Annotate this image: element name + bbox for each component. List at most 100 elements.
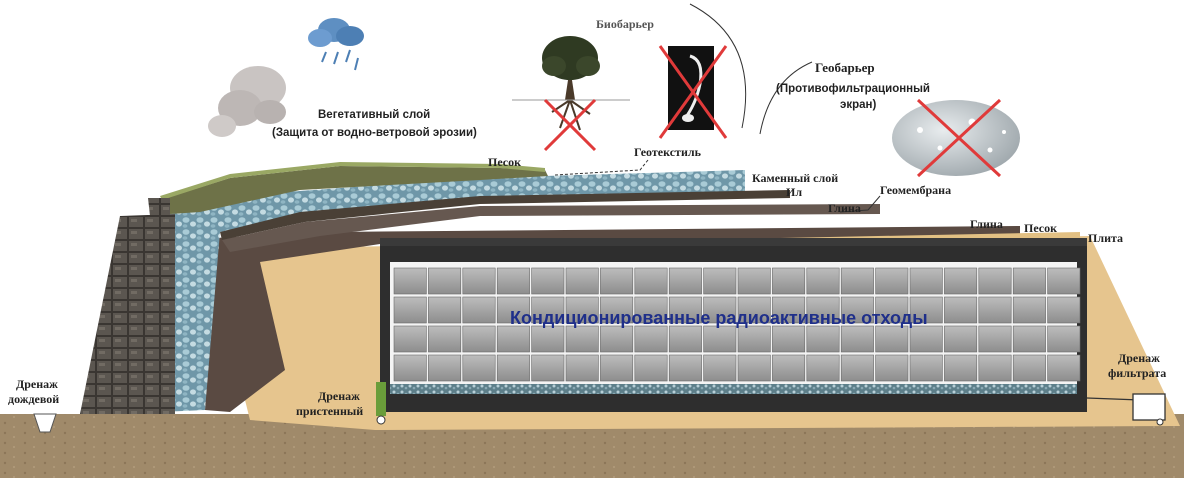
wind-cloud-icon xyxy=(208,66,286,137)
waste-cell xyxy=(531,267,565,295)
waste-cell xyxy=(737,296,771,324)
waste-cell xyxy=(806,325,840,353)
waste-cell xyxy=(634,325,668,353)
gravel-drain-layer xyxy=(390,384,1077,394)
waste-cell xyxy=(978,354,1012,382)
animal-cross-icon xyxy=(658,45,728,139)
waste-cell xyxy=(978,267,1012,295)
label-sand-right: Песок xyxy=(1024,221,1057,235)
waste-cell xyxy=(703,354,737,382)
grass-strip xyxy=(160,162,545,200)
waste-cell xyxy=(840,354,874,382)
waste-cell xyxy=(1012,325,1046,353)
waste-cell xyxy=(428,354,462,382)
water-droplets-icon xyxy=(892,100,1020,176)
waste-cell xyxy=(772,267,806,295)
waste-cell xyxy=(772,325,806,353)
tree-cross-icon xyxy=(543,98,597,152)
waste-cell xyxy=(1047,354,1081,382)
label-wall-drain-2: пристенный xyxy=(296,404,363,418)
geotextile-leader xyxy=(554,159,649,176)
label-stone-layer: Каменный слой xyxy=(752,171,838,185)
label-filtrate-drain-2: фильтрата xyxy=(1108,366,1166,380)
label-geotextile: Геотекстиль xyxy=(634,145,702,159)
waste-cell xyxy=(428,325,462,353)
waste-cell xyxy=(840,325,874,353)
waste-cell xyxy=(909,325,943,353)
waste-cell xyxy=(944,354,978,382)
waste-cell xyxy=(944,267,978,295)
label-wall-drain-1: Дренаж xyxy=(318,389,360,403)
waste-cell xyxy=(600,267,634,295)
label-slab: Плита xyxy=(1088,231,1123,245)
waste-cell xyxy=(634,354,668,382)
waste-cell xyxy=(462,296,496,324)
rain-drain-trench xyxy=(33,413,57,433)
waste-cell xyxy=(668,296,702,324)
waste-cell xyxy=(840,267,874,295)
label-geomembrane: Геомембрана xyxy=(880,183,951,197)
waste-cell xyxy=(978,296,1012,324)
filtrate-drain-well xyxy=(1132,393,1166,421)
waste-cell xyxy=(909,354,943,382)
repository-slab xyxy=(380,238,1087,246)
waste-cell xyxy=(1012,267,1046,295)
waste-cell xyxy=(428,267,462,295)
waste-cell xyxy=(565,354,599,382)
waste-cell xyxy=(806,296,840,324)
waste-cell xyxy=(875,354,909,382)
waste-cell xyxy=(1012,354,1046,382)
waste-cell xyxy=(496,267,530,295)
label-filtrate-drain-1: Дренаж xyxy=(1118,351,1160,365)
waste-cell xyxy=(909,296,943,324)
tree-roots-icon xyxy=(512,36,630,131)
waste-cell xyxy=(668,325,702,353)
label-rain-drain-2: дождевой xyxy=(8,392,59,406)
wall-drain-column xyxy=(376,382,386,416)
label-rain-drain-1: Дренаж xyxy=(16,377,58,391)
geobarrier-arc xyxy=(759,61,813,135)
waste-cell xyxy=(703,325,737,353)
waste-cell xyxy=(496,325,530,353)
waste-cell xyxy=(393,267,427,295)
waste-cell xyxy=(496,354,530,382)
waste-cell xyxy=(875,267,909,295)
waste-cell xyxy=(909,267,943,295)
waste-cell xyxy=(634,267,668,295)
geomembrane-leader xyxy=(839,195,881,213)
label-clay-right: Глина xyxy=(970,217,1003,231)
silt-layer xyxy=(220,190,790,240)
waste-cell xyxy=(531,296,565,324)
waste-cell xyxy=(1047,267,1081,295)
wall-drain-pipe xyxy=(376,415,386,425)
waste-cell xyxy=(393,325,427,353)
waste-cell xyxy=(393,354,427,382)
label-biobarrier: Биобарьер xyxy=(596,17,654,31)
vegetation-layer xyxy=(160,166,548,214)
waste-cell xyxy=(531,354,565,382)
waste-cell xyxy=(772,296,806,324)
biobarrier-arc xyxy=(689,3,747,129)
waste-cell xyxy=(531,325,565,353)
waste-cell xyxy=(600,354,634,382)
label-geobarrier: Геобарьер xyxy=(815,60,875,75)
retaining-wall xyxy=(80,198,175,414)
waste-cell-grid xyxy=(393,267,1081,382)
waste-cell xyxy=(806,354,840,382)
waste-cell xyxy=(1047,325,1081,353)
rain-cloud-icon xyxy=(308,18,364,71)
waste-cell xyxy=(565,296,599,324)
waste-cell xyxy=(772,354,806,382)
waste-cell xyxy=(600,325,634,353)
label-geobarrier-note-2: экран) xyxy=(840,99,876,111)
label-waste: Кондиционированные радиоактивные отходы xyxy=(510,308,928,328)
label-vegetative-note: (Защита от водно-ветровой эрозии) xyxy=(272,127,477,139)
waste-cell xyxy=(737,325,771,353)
label-clay-top: Глина xyxy=(828,201,861,215)
filtrate-drain-outlet xyxy=(1156,418,1164,426)
waste-cell xyxy=(565,325,599,353)
waste-cell xyxy=(978,325,1012,353)
water-cross-icon xyxy=(916,98,1002,178)
waste-cell xyxy=(668,267,702,295)
